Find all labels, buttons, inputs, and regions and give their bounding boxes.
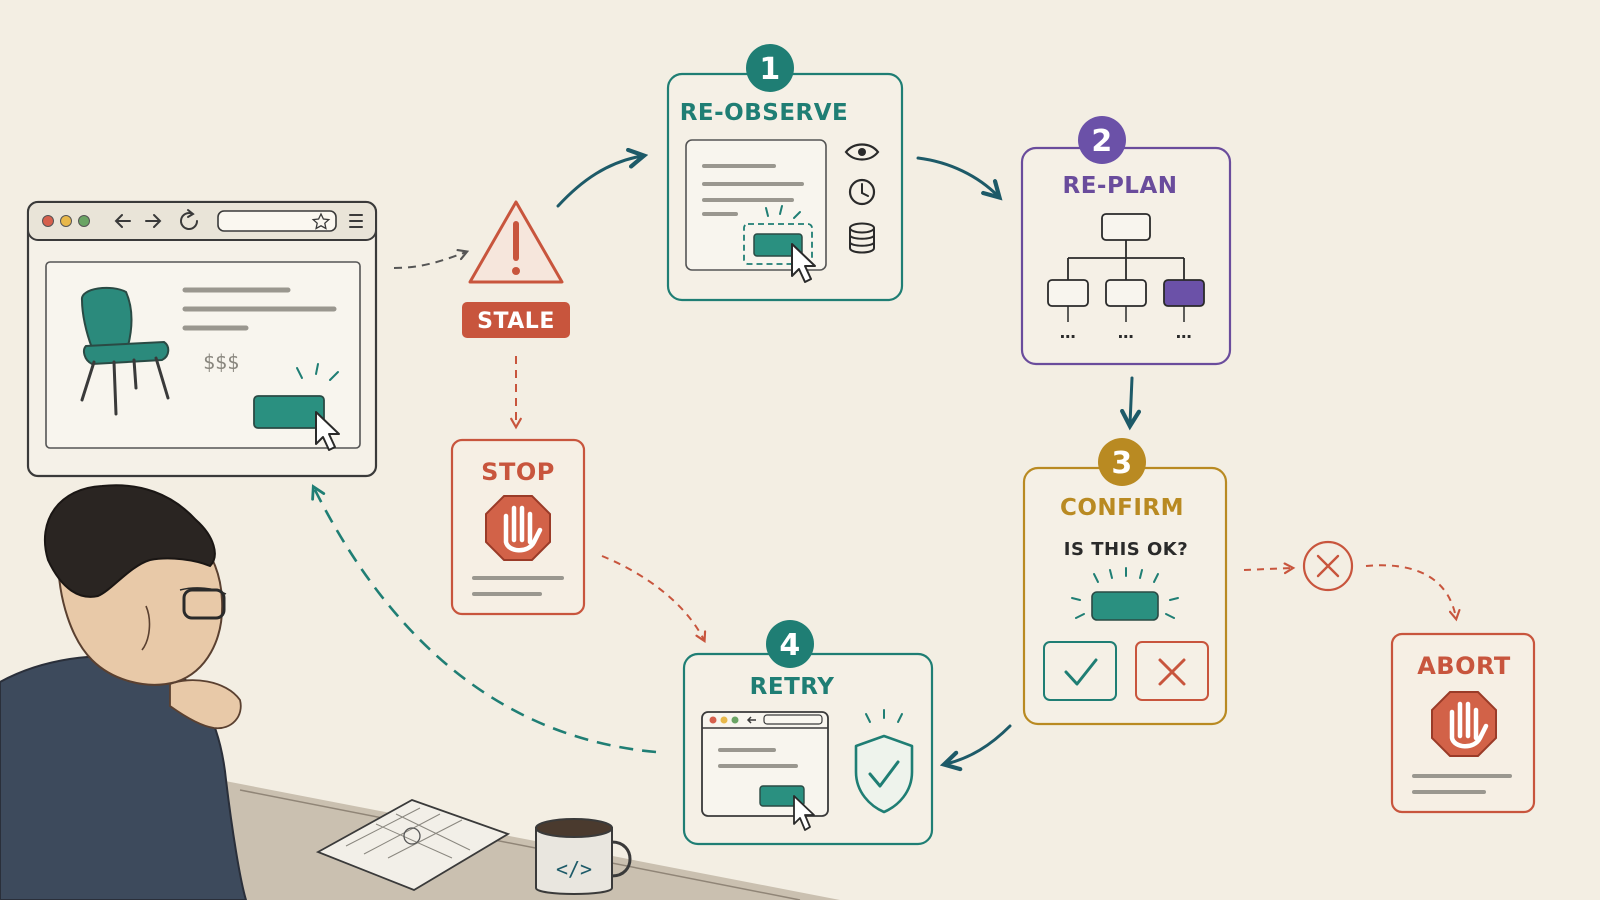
plan-tree-icon [1047,213,1205,322]
close-icon [1158,658,1186,686]
step-2-badge [1078,116,1126,164]
arrow-reobserve-to-replan [916,156,998,196]
browser-window: $$$ [26,200,378,478]
bookmark-star-icon[interactable] [311,212,331,230]
shield-check-icon [854,709,914,814]
clock-icon [848,178,876,206]
stale-warning: STALE [462,200,570,338]
step-4-badge [766,620,814,668]
coffee-mug-icon: </> [535,818,632,895]
eye-icon [844,143,880,161]
product-description-lines [182,287,337,331]
arrow-confirm-to-retry [946,724,1012,764]
replan-label: RE-PLAN [1062,173,1177,199]
step-reobserve: 1 RE-OBSERVE [666,44,904,302]
svg-text:…: … [1176,323,1193,342]
database-icon [849,222,875,254]
stale-label: STALE [477,309,555,334]
chair-icon [80,286,170,416]
arrow-stale-to-reobserve [556,156,642,208]
reobserve-label: RE-OBSERVE [680,100,849,126]
arrow-stop-to-retry [601,555,707,644]
product-price: $$$ [203,350,239,374]
check-icon [1064,658,1098,686]
confirm-label: CONFIRM [1060,495,1184,521]
reload-icon[interactable] [180,209,198,230]
step-1-badge [746,44,794,92]
svg-text:3: 3 [1111,446,1132,481]
confirm-target-button [1091,591,1159,621]
mug-code-label: </> [556,857,592,881]
abort-card: ABORT [1390,632,1536,814]
svg-text:…: … [1060,323,1077,342]
cursor-icon [791,243,816,283]
arrow-browser-to-stale [393,249,470,269]
abort-label: ABORT [1417,652,1511,680]
stop-card: STOP [450,438,586,616]
retry-button [759,785,805,807]
cursor-icon [793,795,815,831]
address-bar[interactable] [217,210,337,232]
arrow-replan-to-confirm [1130,376,1132,424]
stop-hand-icon [485,495,551,561]
svg-text:1: 1 [759,52,780,87]
arrow-confirm-to-reject [1243,562,1296,575]
person-illustration [0,484,248,900]
circle-x-icon [1302,540,1354,592]
add-to-cart-button[interactable] [253,395,325,429]
step-confirm: 3 CONFIRM IS THIS OK? [1022,438,1228,726]
svg-text:2: 2 [1091,124,1112,159]
step-replan: 2 RE-PLAN … … … [1020,116,1232,366]
back-arrow-icon[interactable] [114,214,131,228]
cursor-icon [315,411,340,451]
highlighted-button [753,233,803,257]
svg-text:4: 4 [779,628,800,663]
window-maximize-dot[interactable] [78,215,90,227]
stop-label: STOP [481,458,555,486]
step-3-badge [1098,438,1146,486]
forward-arrow-icon[interactable] [145,214,162,228]
arrow-retry-to-browser [311,484,657,754]
svg-text:…: … [1118,323,1135,342]
stop-hand-icon [1431,691,1497,757]
approve-button[interactable] [1043,641,1117,701]
confirm-question: IS THIS OK? [1064,539,1188,560]
menu-icon[interactable] [349,214,363,228]
desk [160,780,840,900]
selected-plan-node [1163,279,1205,307]
stale-badge [462,302,570,338]
step-retry: 4 RETRY [682,620,934,846]
browser-window-icon [701,711,829,831]
retry-label: RETRY [750,674,835,700]
window-close-dot[interactable] [42,215,54,227]
window-minimize-dot[interactable] [60,215,72,227]
notebook-icon [315,799,511,891]
arrow-reject-to-abort [1365,564,1461,622]
